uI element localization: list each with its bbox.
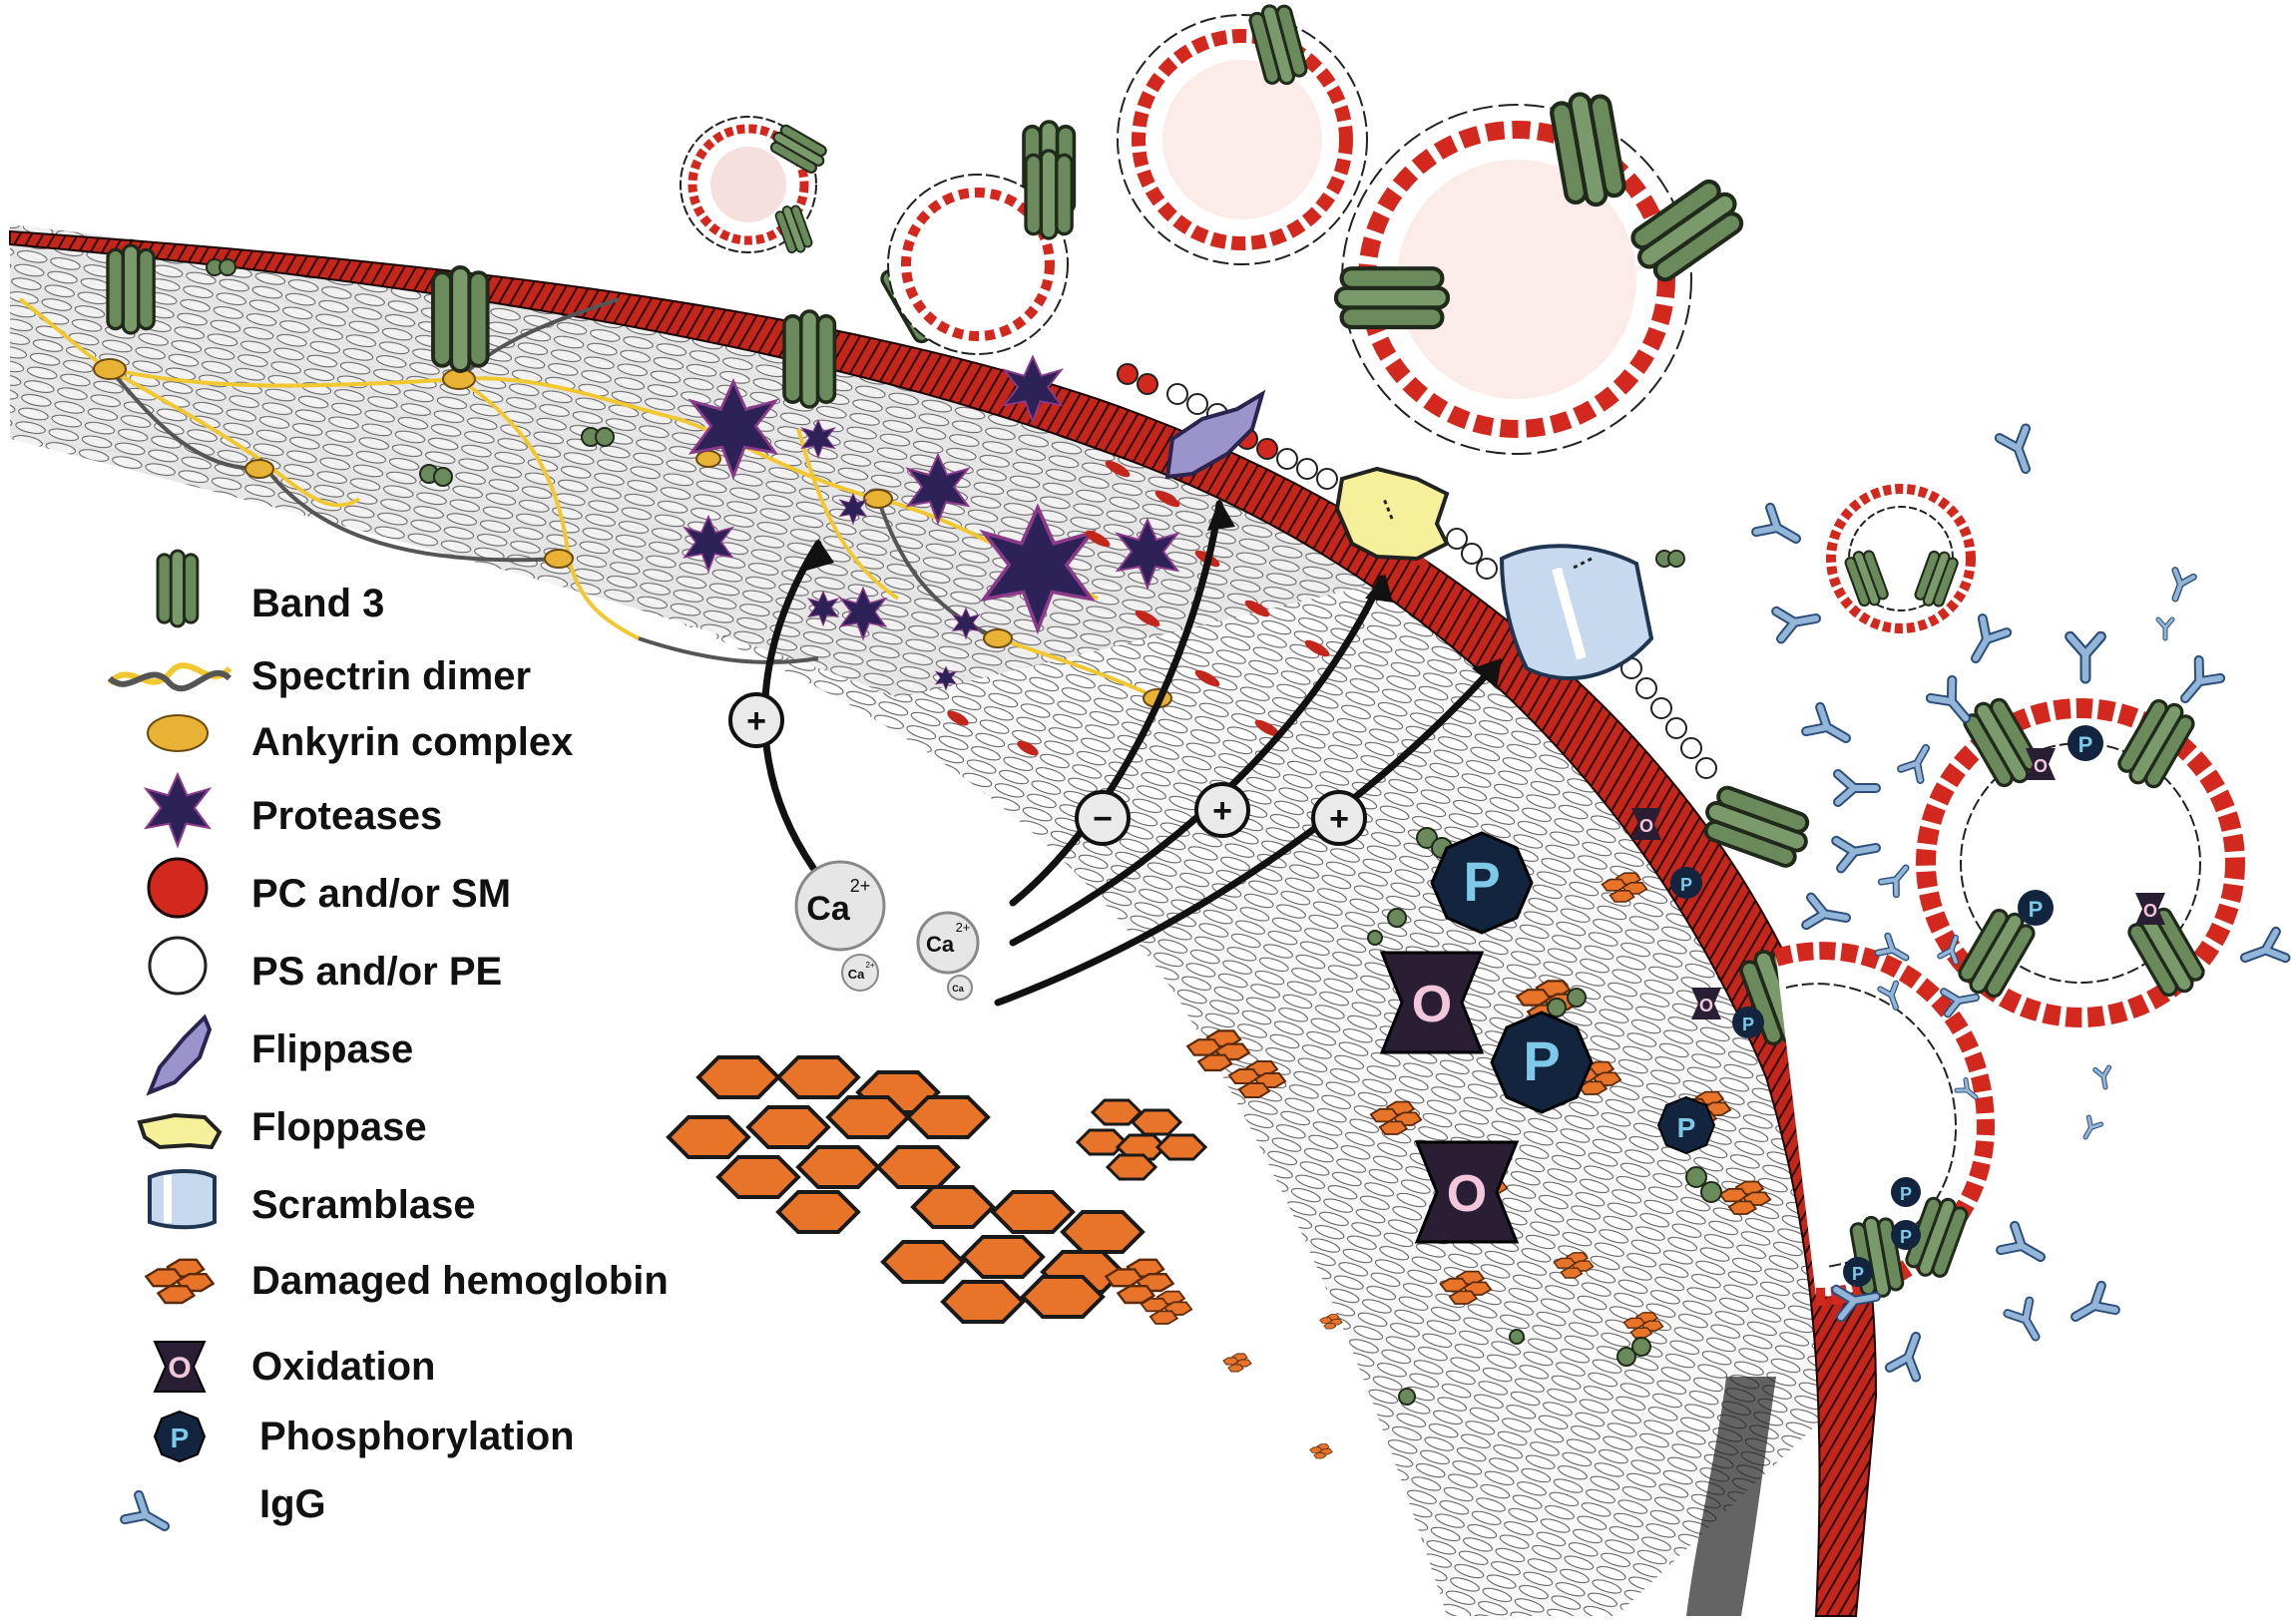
microvesicle-6 <box>1916 691 2245 1027</box>
microvesicle-3 <box>1117 0 1368 265</box>
vesicle6-phosphorylation-mark-2: P <box>2018 890 2054 926</box>
legend-label-oxidation: Oxidation <box>251 1345 436 1389</box>
calcium-ion-tiny: Ca <box>947 975 973 1001</box>
legend-label-ankyrin-complex: Ankyrin complex <box>251 720 574 764</box>
microvesicle-5 <box>1826 484 1976 633</box>
red-lipid-head-icon <box>147 857 209 919</box>
budding-phosphorylation-mark-1: P <box>1891 1177 1921 1207</box>
svg-text:+: + <box>746 702 766 740</box>
activation-sign-1: + <box>728 692 784 748</box>
phosphorylation-mark-large-1: P <box>1430 831 1534 935</box>
svg-text:P: P <box>1900 1227 1912 1247</box>
scramblase <box>1499 544 1654 680</box>
membrane-phosphorylation-mark-2: P <box>1732 1007 1764 1038</box>
membrane-phosphorylation-mark-1: P <box>1670 867 1702 899</box>
legend-label-igg: IgG <box>259 1482 326 1526</box>
microvesicle-1 <box>680 116 831 257</box>
small-band3-clusters <box>206 258 1685 568</box>
svg-text:+: + <box>1212 792 1232 830</box>
legend-label-damaged-hemoglobin: Damaged hemoglobin <box>251 1259 669 1303</box>
budding-phosphorylation-mark-2: P <box>1891 1220 1921 1250</box>
legend-label-scramblase: Scramblase <box>251 1183 476 1227</box>
svg-text:O: O <box>1412 976 1452 1033</box>
microvesicle-4 <box>1336 90 1750 455</box>
band3-icon <box>156 549 200 628</box>
svg-text:O: O <box>2143 901 2157 921</box>
svg-text:O: O <box>2034 756 2048 776</box>
damaged-hemoglobin-icon <box>145 1258 215 1305</box>
svg-text:Ca: Ca <box>926 932 955 957</box>
svg-text:O: O <box>1447 1165 1487 1223</box>
legend-label-floppase: Floppase <box>251 1105 427 1149</box>
scramblase-icon <box>148 1169 217 1230</box>
oxidation-mark-large-2: O <box>1414 1140 1520 1244</box>
calcium-ion-medium: Ca 2+ <box>916 911 980 975</box>
legend-label-flippase: Flippase <box>251 1027 414 1071</box>
oxidation-icon: O <box>153 1341 207 1393</box>
svg-text:2+: 2+ <box>956 920 971 935</box>
budding-phosphorylation-mark-3: P <box>1843 1257 1873 1287</box>
membrane-oxidation-mark-2: O <box>1691 988 1721 1019</box>
legend-label-ps-pe: PS and/or PE <box>251 950 503 994</box>
phosphorylation-icon: P <box>153 1410 207 1463</box>
svg-text:O: O <box>1699 996 1713 1015</box>
phosphorylation-mark-large-2: P <box>1490 1011 1594 1114</box>
hemoglobin-hex-cluster-medium <box>880 1185 1146 1324</box>
svg-text:2+: 2+ <box>850 876 871 896</box>
svg-text:P: P <box>1742 1014 1754 1034</box>
protease-star-icon <box>145 773 211 847</box>
legend-label-band3: Band 3 <box>251 582 385 625</box>
vesicle6-phosphorylation-mark-1: P <box>2067 725 2103 761</box>
svg-text:Ca: Ca <box>806 890 851 928</box>
svg-text:2+: 2+ <box>865 961 874 970</box>
flippase-icon <box>146 1014 213 1096</box>
microvesicle-2-budding <box>887 149 1074 355</box>
vesicle6-oxidation-mark-1: O <box>2026 748 2056 780</box>
arrow-heads <box>806 499 1502 688</box>
svg-text:P: P <box>2029 897 2044 922</box>
legend-label-spectrin-dimer: Spectrin dimer <box>251 654 532 698</box>
svg-text:O: O <box>1639 816 1653 836</box>
legend-label-pc-sm: PC and/or SM <box>251 872 512 916</box>
svg-text:P: P <box>1852 1264 1864 1284</box>
svg-text:P: P <box>171 1422 190 1453</box>
svg-text:O: O <box>168 1352 191 1385</box>
calcium-ion-small: Ca 2+ <box>841 954 879 992</box>
igg-icon <box>125 1495 172 1538</box>
hemoglobin-hex-cluster-large <box>666 1055 991 1234</box>
legend-label-proteases: Proteases <box>251 794 443 838</box>
inhibition-sign: − <box>1075 790 1131 846</box>
svg-text:P: P <box>2078 732 2093 757</box>
hemoglobin-hex-cluster-small <box>1075 1098 1208 1181</box>
svg-text:P: P <box>1523 1029 1560 1092</box>
svg-text:−: − <box>1093 800 1113 838</box>
spectrin-dimer-icon <box>107 662 232 692</box>
phosphorylation-mark-medium: P <box>1656 1095 1716 1155</box>
ankyrin-complex-icon <box>147 714 209 752</box>
white-lipid-head-icon <box>148 936 208 996</box>
svg-text:Ca: Ca <box>952 984 964 994</box>
calcium-ion-large: Ca 2+ <box>794 860 886 952</box>
budding-vesicle-lower <box>1773 942 1996 1306</box>
vesicle6-oxidation-mark-2: O <box>2135 893 2165 925</box>
svg-text:+: + <box>1329 800 1349 838</box>
oxidation-mark-large-1: O <box>1379 951 1485 1054</box>
legend-label-phosphorylation: Phosphorylation <box>259 1415 575 1458</box>
membrane-oxidation-mark-1: O <box>1631 808 1661 840</box>
svg-text:P: P <box>1900 1184 1912 1204</box>
svg-text:Ca: Ca <box>848 967 865 982</box>
floppase-icon <box>137 1112 223 1150</box>
svg-text:P: P <box>1677 1112 1696 1143</box>
activation-sign-3: + <box>1311 790 1367 846</box>
flippase <box>1164 389 1266 480</box>
svg-text:P: P <box>1680 875 1692 895</box>
svg-text:P: P <box>1463 850 1500 913</box>
activation-sign-2: + <box>1194 782 1250 838</box>
floppase <box>1334 466 1450 562</box>
